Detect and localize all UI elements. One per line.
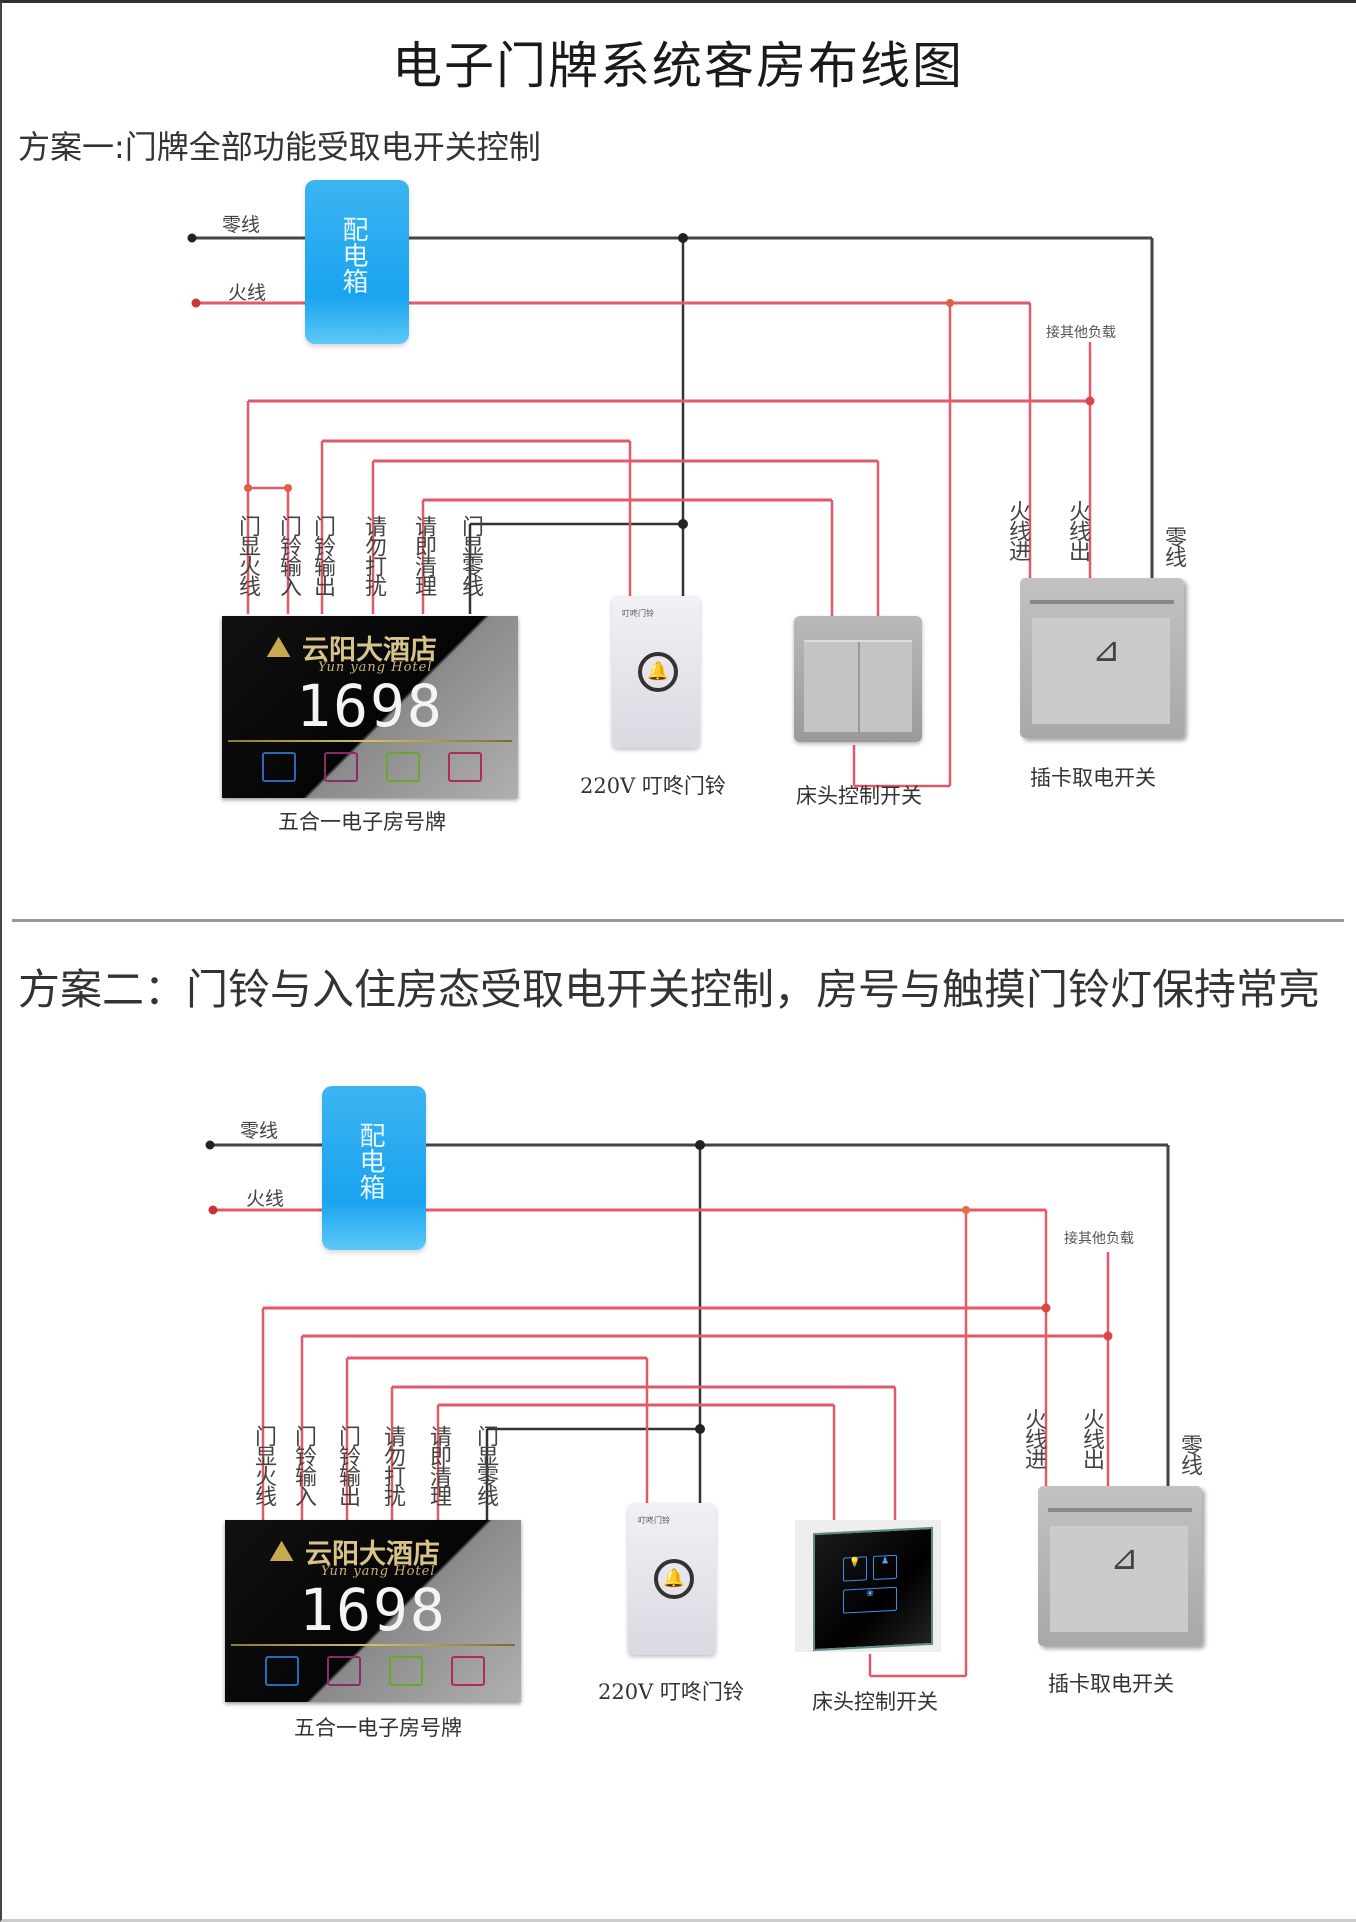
- hotel-name-en: Yun yang Hotel: [318, 660, 433, 675]
- junction-dot: [244, 484, 252, 492]
- bedside-switch-caption: 床头控制开关: [796, 784, 922, 808]
- terminal-label: 请即清理: [426, 1425, 451, 1505]
- gold-line: [228, 740, 512, 742]
- doorbell-caption: 220V 叮咚门铃: [598, 1680, 744, 1704]
- bedside-touch-switch: 💡 ♟ ❀: [795, 1520, 941, 1652]
- distribution-box-label: 配电箱: [338, 216, 368, 294]
- hotel-name-en: Yun yang Hotel: [321, 1564, 436, 1579]
- door-plate-caption: 五合一电子房号牌: [278, 810, 446, 834]
- terminal-label: 请勿打扰: [380, 1425, 405, 1505]
- distribution-box: 配电箱: [305, 180, 409, 344]
- hotel-name: 云阳大酒店: [302, 635, 437, 666]
- junction-dot: [187, 233, 197, 243]
- card-insert-icon: ⊿: [1092, 630, 1121, 670]
- card-terminal-label: 火线出: [1079, 1408, 1104, 1468]
- junction-dot: [962, 1206, 970, 1214]
- neutral-label: 零线: [222, 214, 261, 236]
- junction-dot: [284, 484, 292, 492]
- doorbell-brand-text: 叮咚门铃: [622, 609, 654, 618]
- terminal-label: 门铃输出: [335, 1425, 360, 1505]
- card-terminal-label: 火线进: [1005, 500, 1030, 560]
- terminal-label: 请即清理: [411, 515, 436, 595]
- hotel-logo-icon: ⛰: [266, 630, 292, 665]
- card-insert-icon: ⊿: [1110, 1538, 1139, 1578]
- terminal-label: 门显火线: [235, 515, 260, 595]
- terminal-label: 门铃输入: [276, 515, 301, 595]
- doorbell-touch-icon: [265, 1656, 299, 1686]
- junction-dot: [946, 299, 954, 307]
- touch-fan-icon: ❀: [843, 1586, 897, 1614]
- gold-line: [231, 1644, 515, 1646]
- dnd-indicator-icon: [324, 752, 358, 782]
- page-title: 电子门牌系统客房布线图: [392, 37, 964, 95]
- junction-dot: [1103, 1331, 1113, 1341]
- mur-indicator-icon: [389, 1656, 423, 1686]
- section-divider: [12, 919, 1344, 922]
- door-plate: ⛰ 云阳大酒店 Yun yang Hotel 1698: [222, 616, 518, 798]
- other-load-label: 接其他负载: [1046, 325, 1116, 341]
- room-number: 1698: [299, 1576, 447, 1644]
- distribution-box: 配电箱: [322, 1086, 426, 1250]
- junction-dot: [695, 1424, 705, 1434]
- neutral-label: 零线: [240, 1120, 279, 1142]
- room-number: 1698: [296, 672, 444, 740]
- bell-icon: 🔔: [638, 652, 678, 692]
- card-switch-caption: 插卡取电开关: [1048, 1672, 1174, 1696]
- junction-dot: [191, 298, 201, 308]
- junction-dot: [678, 233, 688, 243]
- bell-icon: 🔔: [654, 1559, 694, 1599]
- doorbell: 叮咚门铃 🔔: [612, 596, 700, 748]
- terminal-label: 门显火线: [251, 1425, 276, 1505]
- card-terminal-label: 火线进: [1021, 1408, 1046, 1468]
- junction-dot: [205, 1140, 215, 1150]
- card-power-switch: ⊿: [1020, 578, 1184, 738]
- card-terminal-label: 火线出: [1065, 500, 1090, 560]
- door-plate-caption: 五合一电子房号牌: [294, 1716, 462, 1740]
- distribution-box-label: 配电箱: [355, 1122, 385, 1200]
- touch-light-icon: 💡: [843, 1556, 867, 1582]
- touch-service-icon: ♟: [873, 1554, 897, 1580]
- card-power-switch: ⊿: [1038, 1486, 1202, 1646]
- hot-label: 火线: [228, 282, 267, 304]
- junction-dot: [695, 1140, 705, 1150]
- doorbell-touch-icon: [262, 752, 296, 782]
- card-terminal-label: 零线: [1161, 526, 1186, 566]
- door-plate: ⛰ 云阳大酒店 Yun yang Hotel 1698: [225, 1520, 521, 1702]
- doorbell-caption: 220V 叮咚门铃: [580, 774, 726, 798]
- hot-label: 火线: [246, 1188, 285, 1210]
- scheme1-heading: 方案一:门牌全部功能受取电开关控制: [18, 128, 541, 166]
- junction-dot: [208, 1205, 218, 1215]
- other-load-label: 接其他负载: [1064, 1231, 1134, 1247]
- scheme2-heading: 方案二：门铃与入住房态受取电开关控制，房号与触摸门铃灯保持常亮: [18, 965, 1321, 1014]
- bedside-rocker-switch: [794, 616, 922, 742]
- junction-dot: [1041, 1303, 1051, 1313]
- mur-indicator-icon: [386, 752, 420, 782]
- terminal-label: 门铃输入: [291, 1425, 316, 1505]
- terminal-label: 门显零线: [458, 515, 483, 595]
- terminal-label: 门显零线: [473, 1425, 498, 1505]
- occupied-indicator-icon: [448, 752, 482, 782]
- doorbell-brand-text: 叮咚门铃: [638, 1516, 670, 1525]
- card-terminal-label: 零线: [1177, 1434, 1202, 1474]
- occupied-indicator-icon: [451, 1656, 485, 1686]
- hotel-logo-icon: ⛰: [269, 1534, 295, 1569]
- scheme1-wires: [187, 233, 1154, 788]
- junction-dot: [678, 519, 688, 529]
- card-switch-caption: 插卡取电开关: [1030, 766, 1156, 790]
- terminal-label: 门铃输出: [310, 515, 335, 595]
- junction-dot: [1085, 396, 1095, 406]
- dnd-indicator-icon: [327, 1656, 361, 1686]
- hotel-name: 云阳大酒店: [305, 1539, 440, 1570]
- doorbell: 叮咚门铃 🔔: [628, 1503, 716, 1655]
- terminal-label: 请勿打扰: [361, 515, 386, 595]
- bedside-switch-caption: 床头控制开关: [812, 1690, 938, 1714]
